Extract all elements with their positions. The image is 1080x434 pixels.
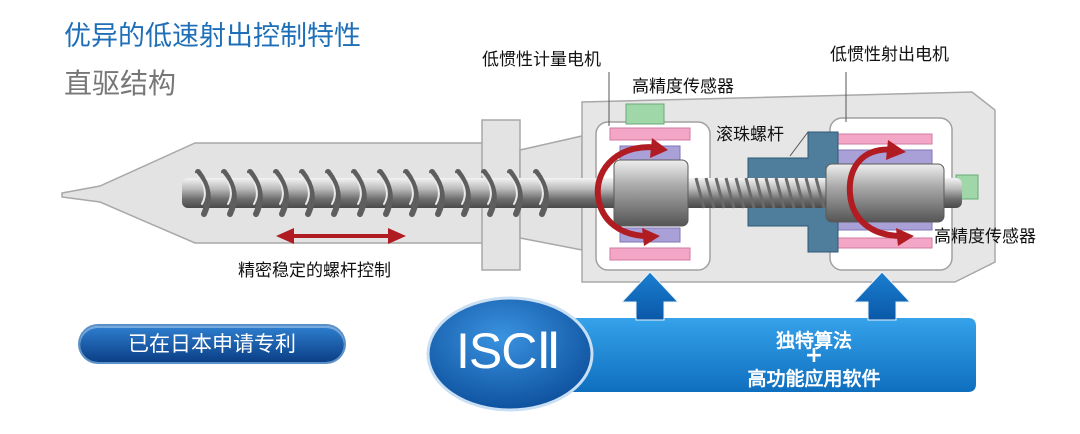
isc-band — [510, 318, 976, 392]
screw-flight — [195, 169, 211, 217]
injection-coil-top-outer — [835, 133, 933, 145]
screw-motion-arrowhead-right — [388, 228, 406, 244]
screw-flight — [533, 169, 549, 217]
label-sensor-top: 高精度传感器 — [632, 77, 734, 97]
screw-flight-highlight — [403, 173, 414, 205]
screw-flight — [351, 169, 367, 217]
screw-flights — [195, 169, 549, 217]
isc-line-software: 高功能应用软件 — [747, 368, 881, 390]
screw-flight-highlight — [533, 173, 544, 205]
screw-motion-arrowhead-left — [276, 228, 294, 244]
isc-plus: + — [804, 343, 824, 368]
screw-flight-highlight — [195, 173, 206, 205]
screw-flight-highlight — [221, 173, 232, 205]
metering-coil-bottom-outer — [609, 247, 691, 261]
screw-flight — [481, 169, 497, 217]
ball-screw-thread-line — [744, 177, 756, 209]
isc-logo-oval — [426, 296, 594, 412]
screw-flight-highlight — [273, 173, 284, 205]
ball-screw-thread-line — [794, 177, 806, 209]
ball-screw-thread-line — [784, 177, 796, 209]
screw-flight-highlight — [351, 173, 362, 205]
injection-arrowhead-top — [886, 140, 906, 160]
metering-coil-top-outer — [609, 127, 691, 141]
metering-arrowhead-bottom — [642, 228, 660, 246]
label-screw-control: 精密稳定的螺杆控制 — [238, 261, 391, 281]
label-sensor-right: 高精度传感器 — [934, 227, 1036, 247]
ball-screw-thread-line — [724, 177, 736, 209]
screw-flight — [403, 169, 419, 217]
screw-flight-highlight — [429, 173, 440, 205]
screw-flight — [507, 169, 523, 217]
screw-flight — [325, 169, 341, 217]
page-title: 优异的低速射出控制特性 — [64, 21, 361, 52]
screw-flight — [377, 169, 393, 217]
screw-flight-highlight — [455, 173, 466, 205]
ball-screw-thread-line — [764, 177, 776, 209]
screw-flight — [455, 169, 471, 217]
isc-line-algorithm: 独特算法 — [775, 330, 852, 352]
page-subtitle: 直驱结构 — [64, 67, 177, 100]
injection-coil-bottom-outer — [835, 237, 933, 249]
screw-flight — [221, 169, 237, 217]
screw-flight-highlight — [481, 173, 492, 205]
screw-flight-highlights — [195, 173, 544, 205]
injection-arrowhead-bottom — [896, 228, 914, 246]
screw-flight-highlight — [377, 173, 388, 205]
screw-flight-highlight — [247, 173, 258, 205]
label-ball-screw: 滚珠螺杆 — [716, 125, 784, 145]
sensor-top — [625, 103, 665, 125]
metering-arrowhead-top — [650, 138, 668, 158]
ball-screw-thread-line — [804, 177, 816, 209]
injection-rotation-arrow — [846, 146, 903, 239]
screw-flight-highlight — [325, 173, 336, 205]
screw-flight-highlight — [299, 173, 310, 205]
up-arrow-injection — [852, 271, 912, 321]
injection-rotor — [825, 163, 945, 223]
screw-flight — [273, 169, 289, 217]
ball-screw-thread-line — [774, 177, 786, 209]
screw-flight-highlight — [507, 173, 518, 205]
ball-screw-thread-line — [734, 177, 746, 209]
ball-screw-pointer — [789, 131, 809, 157]
screw-flight — [299, 169, 315, 217]
screw-flight — [247, 169, 263, 217]
label-injection-motor: 低惯性射出电机 — [830, 45, 949, 65]
label-metering-motor: 低惯性计量电机 — [482, 50, 601, 70]
ball-screw-thread-line — [694, 177, 706, 209]
patent-badge: 已在日本申请专利 — [80, 326, 344, 362]
screw-flight — [429, 169, 445, 217]
ball-screw-thread-line — [704, 177, 716, 209]
ball-screw-thread-line — [714, 177, 726, 209]
up-arrow-metering — [620, 271, 680, 321]
ball-screw-thread — [694, 177, 826, 209]
ball-screw-thread-line — [814, 177, 826, 209]
metering-rotation-arrow — [594, 144, 661, 239]
metering-rotor — [613, 159, 689, 227]
isc-logo-text: ISCⅡ — [456, 323, 561, 379]
ball-screw-thread-line — [754, 177, 766, 209]
